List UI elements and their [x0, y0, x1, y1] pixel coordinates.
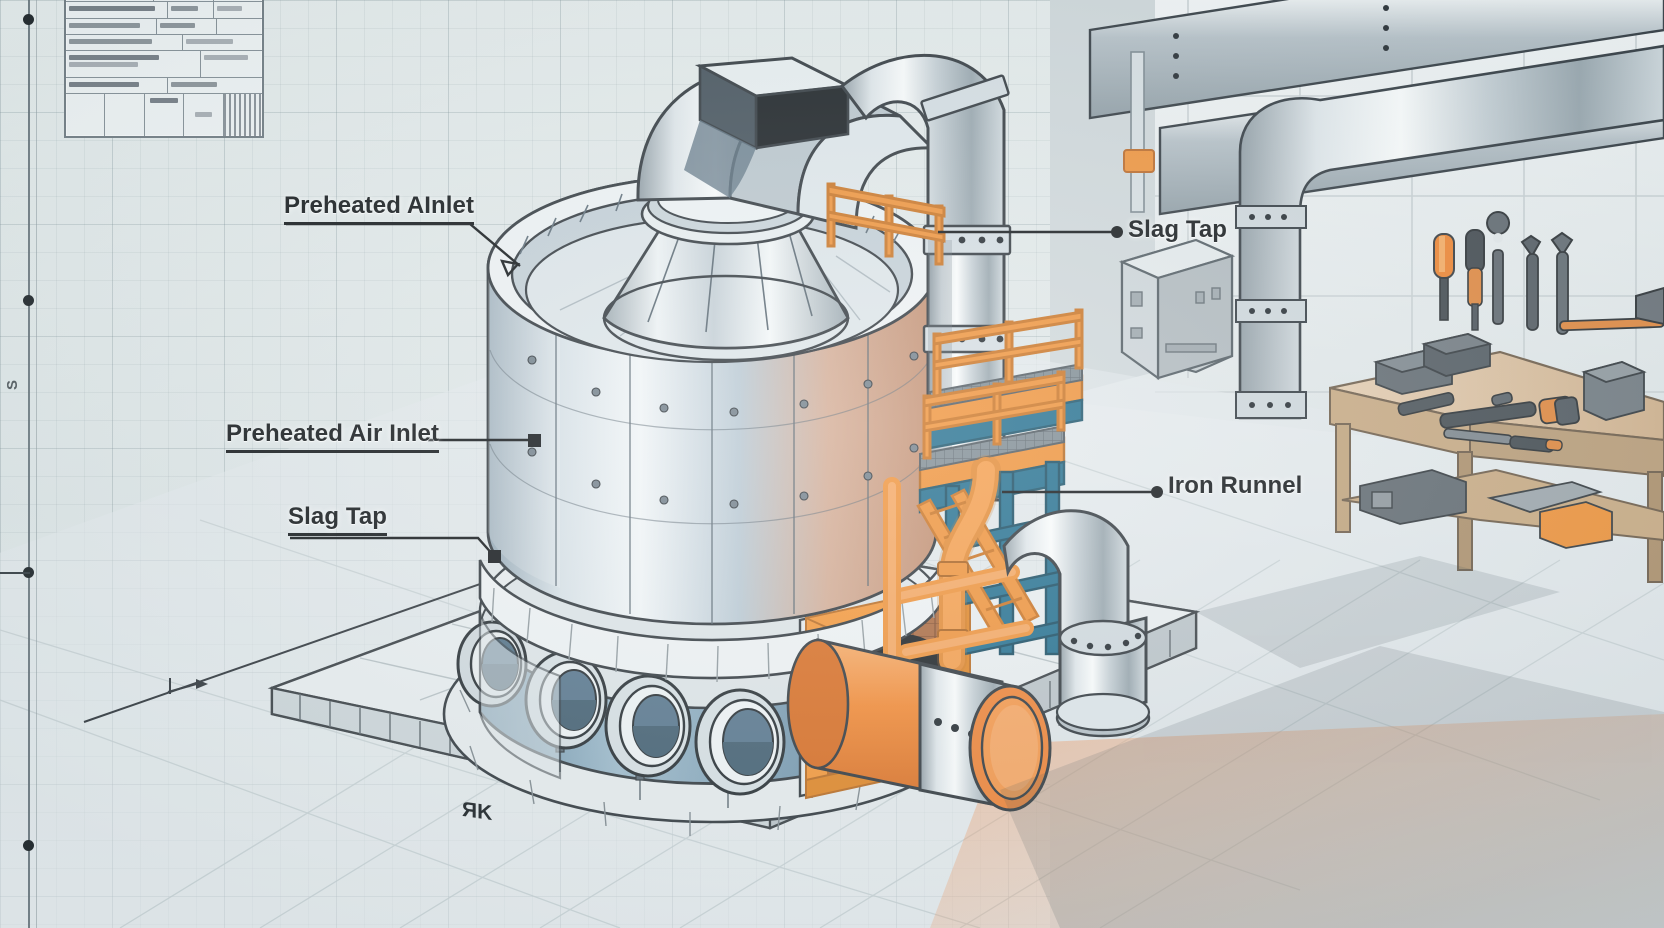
callout-slag-tap-right: Slag Tap — [1128, 216, 1227, 244]
callout-preheated-air-inlet-top: Preheated AInlet — [284, 192, 475, 225]
ground-elbow-pipe — [1002, 509, 1151, 738]
background-elbow-pipe — [1235, 44, 1664, 420]
workbench — [1329, 333, 1664, 583]
floor-dimension-glyph: ЯK — [462, 797, 493, 826]
callout-iron-runnel: Iron Runnel — [1168, 472, 1302, 500]
cast-shadows — [1000, 556, 1664, 928]
iron-taphole-runner — [786, 638, 1664, 928]
callout-label: Preheated Air Inlet — [226, 420, 440, 453]
margin-tick-dot — [23, 14, 34, 25]
bench-tools — [1372, 333, 1647, 453]
callout-label: Preheated AInlet — [284, 192, 475, 225]
upper-handrail — [826, 182, 946, 266]
tool-wall — [1433, 211, 1664, 335]
margin-rule-secondary — [36, 0, 37, 928]
margin-tick-bar — [0, 572, 30, 574]
callout-preheated-air-inlet: Preheated Air Inlet — [226, 420, 440, 453]
open-end-wrench-2-icon — [1550, 231, 1574, 335]
open-end-wrench-icon — [1520, 234, 1542, 331]
callout-slag-tap-left: Slag Tap — [288, 503, 388, 536]
margin-tick-dot — [23, 840, 34, 851]
title-block — [64, 0, 264, 138]
electrical-cabinet — [1118, 238, 1236, 381]
process-pipes-orange — [883, 455, 1034, 683]
tuyere-3 — [604, 674, 692, 778]
callout-label: Slag Tap — [288, 503, 388, 536]
screwdriver-dark-icon — [1465, 229, 1485, 331]
wrench-ring-icon — [1486, 211, 1511, 325]
margin-glyph: S — [4, 378, 21, 390]
screwdriver-orange-icon — [1433, 233, 1455, 321]
margin-rule — [28, 0, 30, 928]
tuyere-4 — [694, 688, 786, 796]
margin-tick-dot — [23, 295, 34, 306]
callout-label: Iron Runnel — [1168, 472, 1303, 499]
wall-conduit — [1123, 51, 1155, 213]
callout-label: Slag Tap — [1128, 216, 1228, 243]
hammer-icon — [1559, 286, 1664, 332]
overhead-pipe-run-1 — [1088, 0, 1664, 120]
